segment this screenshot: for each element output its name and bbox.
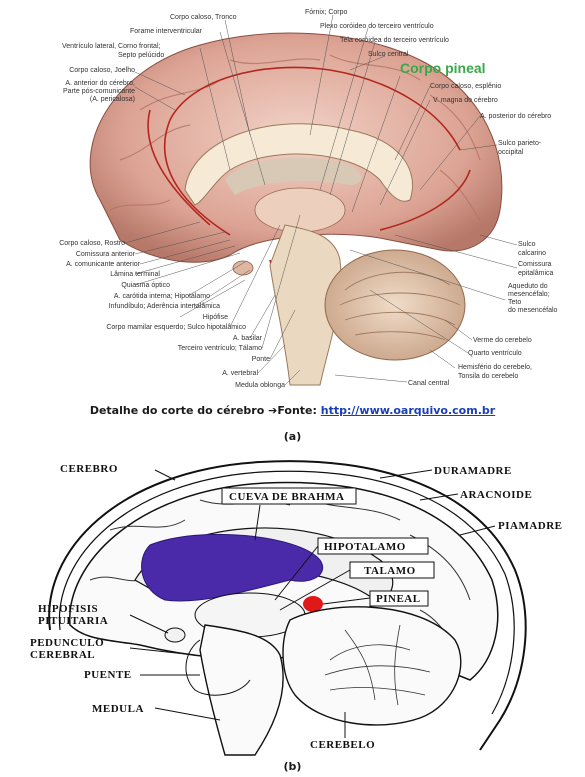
label-occipital: occipital: [498, 149, 524, 156]
label-lamina-terminal: Lâmina terminal: [110, 271, 160, 278]
label-comissura-anterior: Comissura anterior: [76, 251, 136, 258]
brain-section-illustration: Corpo caloso, Joelho A. anterior do cére…: [59, 9, 558, 389]
label-a-anterior-cerebro: A. anterior do cérebro,: [65, 80, 135, 87]
cerebellum: [324, 249, 466, 361]
duramadre-outline: [48, 460, 527, 751]
label-aqueduto: Aqueduto do: [508, 283, 548, 290]
label-sulco: Sulco: [518, 241, 536, 248]
label-terceiro-ventriculo-talamo: Terceiro ventrículo; Tálamo: [178, 345, 262, 352]
label-pineal: PINEAL: [376, 593, 421, 605]
thalamus: [254, 187, 346, 233]
label-sulco-parieto: Sulco parieto-: [498, 140, 542, 147]
label-parte-pos-comunicante: Parte pós-comunicante: [63, 88, 135, 95]
label-pedunculo: PEDUNCULO: [30, 637, 104, 649]
caption-arrow: ➔: [268, 404, 278, 417]
label-talamo: TALAMO: [364, 565, 416, 577]
label-cerebelo: CEREBELO: [310, 739, 375, 751]
label-sulco-central: Sulco central: [368, 51, 409, 58]
gyri-texture: [109, 54, 481, 221]
label-quiasma-optico: Quiasma óptico: [121, 282, 170, 289]
label-hemisferio-cerebelo: Hemisfério do cerebelo,: [458, 364, 532, 371]
pons-shape: [185, 639, 251, 696]
label-ponte: Ponte: [252, 356, 270, 363]
label-fornix-corpo: Fórnix; Corpo: [305, 9, 348, 16]
label-quarto-ventriculo: Quarto ventrículo: [468, 350, 522, 357]
label-comissura: Comissura: [518, 261, 552, 268]
label-piamadre: PIAMADRE: [498, 520, 563, 532]
label-a-carotida-interna: A. carótida interna; Hipotálamo: [114, 293, 210, 300]
left-labels: Corpo caloso, Joelho A. anterior do cére…: [59, 67, 285, 389]
panel-a-tag: (a): [283, 430, 302, 443]
lateral-ventricle: [225, 157, 362, 195]
label-cerebral: CEREBRAL: [30, 649, 95, 661]
cueva-box: [221, 487, 357, 505]
label-mesencefalo: mesencéfalo;: [508, 291, 550, 298]
label-a-posterior-cerebro: A. posterior do cérebro: [480, 113, 551, 120]
cerebellum-folia: [339, 271, 461, 341]
label-puente: PUENTE: [84, 669, 132, 681]
label-medula-oblonga: Medula oblonga: [235, 382, 285, 389]
label-do-mesencefalo: do mesencéfalo: [508, 307, 558, 314]
panel-b-line-diagram: CEREBRO DURAMADRE ARACNOIDE PIAMADRE CUE…: [0, 450, 585, 760]
ventricle-cueva-de-brahma: [141, 533, 323, 602]
label-a-pericalosa: (A. pericalosa): [90, 96, 135, 103]
top-labels: Corpo caloso, Tronco Forame interventric…: [62, 9, 486, 76]
label-infundibulo: Infundíbulo; Aderência intertalâmica: [109, 303, 220, 310]
label-canal-central: Canal central: [408, 380, 450, 387]
figure-caption: Detalhe do corte do cérebro ➔Fonte: http…: [0, 404, 585, 417]
panel-b-tag: (b): [283, 760, 302, 773]
label-teto: Teto: [508, 299, 521, 306]
label-hipofise: Hipófise: [203, 314, 228, 321]
label-hipofisis: HIPOFISIS: [38, 603, 98, 615]
label-septo-pelucido: Septo pelúcido: [118, 52, 164, 59]
label-corpo-mamilar: Corpo mamilar esquerdo; Sulco hipotalâmi…: [106, 324, 246, 331]
label-corpo-caloso-tronco: Corpo caloso, Tronco: [170, 14, 237, 21]
right-labels: Corpo caloso, esplênio V. magna do céreb…: [408, 83, 558, 387]
label-hipotalamo: HIPOTALAMO: [324, 541, 406, 553]
label-pituitaria: PITUITARIA: [38, 615, 108, 627]
label-medula: MEDULA: [92, 703, 144, 715]
label-a-basilar: A. basilar: [233, 335, 263, 342]
label-corpo-caloso-rostro: Corpo caloso, Rostro: [59, 240, 125, 247]
caption-text: Detalhe do corte do cérebro: [89, 404, 269, 417]
label-forame-interventricular: Forame interventricular: [130, 28, 203, 35]
aracnoide-outline: [58, 470, 515, 715]
label-cerebro: CEREBRO: [60, 463, 118, 475]
brain-line-drawing: CEREBRO DURAMADRE ARACNOIDE PIAMADRE CUE…: [30, 460, 563, 756]
label-calcarino: calcarino: [518, 250, 546, 257]
label-a-vertebral: A. vertebral: [222, 370, 258, 377]
caption-source-label: Fonte:: [277, 404, 321, 417]
cerebellum-branches: [324, 624, 431, 706]
label-verme-cerebelo: Verme do cerebelo: [473, 337, 532, 344]
panel-a-anatomical-section: Corpo caloso, Joelho A. anterior do cére…: [59, 9, 558, 389]
label-corpo-caloso-esplenio: Corpo caloso, esplênio: [430, 83, 501, 90]
label-duramadre: DURAMADRE: [434, 465, 512, 477]
label-aracnoide: ARACNOIDE: [460, 489, 532, 501]
brainstem-shape: [199, 624, 284, 756]
label-corpo-pineal: Corpo pineal: [400, 60, 486, 76]
label-tela-coroidea: Tela coróidea do terceiro ventrículo: [340, 37, 449, 44]
brainstem: [269, 224, 342, 386]
label-epitalamica: epitalâmica: [518, 270, 554, 277]
label-cueva-de-brahma: CUEVA DE BRAHMA: [229, 491, 344, 503]
label-tonsila-cerebelo: Tonsila do cerebelo: [458, 373, 518, 380]
source-link[interactable]: http://www.oarquivo.com.br: [320, 404, 496, 417]
label-ventriculo-lateral: Ventrículo lateral, Corno frontal;: [62, 43, 160, 50]
pituitary-shape: [164, 627, 186, 643]
label-v-magna-cerebro: V. magna do cérebro: [433, 97, 498, 104]
pineal-gland: [303, 596, 323, 612]
label-a-comunicante-anterior: A. comunicante anterior: [66, 261, 141, 268]
label-corpo-caloso-joelho: Corpo caloso, Joelho: [69, 67, 135, 74]
label-plexo-coroideo: Plexo coróideo do terceiro ventrículo: [320, 23, 434, 30]
